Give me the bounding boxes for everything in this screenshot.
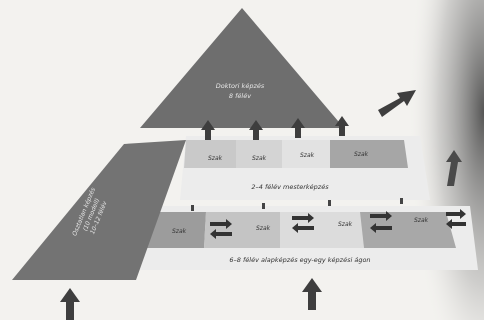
master-band-label: 2–4 félév mesterképzés	[251, 183, 329, 191]
middle-cell-label-3: Szak	[300, 152, 315, 159]
middle-cell-3	[282, 140, 330, 168]
lower-dot-mark	[328, 200, 331, 206]
up-arrow-icon	[291, 118, 305, 138]
middle-cell-2	[236, 140, 282, 168]
doctoral-label-line1: Doktori képzés	[216, 82, 265, 90]
up-arrow-icon	[335, 116, 349, 136]
integrated-programme-block	[12, 140, 186, 280]
up-arrow-icon	[201, 120, 215, 140]
lower-cell-label-1: Szak	[172, 228, 187, 235]
lower-cell-label-2: Szak	[256, 225, 271, 232]
middle-cell-label-4: Szak	[354, 151, 369, 158]
doctoral-label-line2: 8 félév	[229, 92, 251, 100]
lower-dot-mark	[262, 203, 265, 209]
left-right-arrow-icon	[370, 211, 392, 233]
up-arrow-icon	[446, 150, 462, 186]
up-arrow-icon	[249, 120, 263, 140]
left-right-arrow-icon	[210, 219, 232, 239]
lower-cell-label-4: Szak	[414, 217, 429, 224]
middle-cell-1	[184, 140, 236, 168]
bottom-up-arrow-icon	[302, 278, 322, 310]
middle-cell-label-1: Szak	[208, 155, 223, 162]
bottom-up-arrow-icon	[60, 288, 80, 320]
bachelor-band-label: 6–8 félév alapképzés egy-egy képzési ágo…	[229, 256, 370, 264]
diagonal-up-right-arrow-icon	[378, 90, 416, 117]
left-right-arrow-icon	[292, 213, 314, 233]
left-right-arrow-icon	[446, 209, 466, 229]
middle-cell-4	[330, 140, 408, 168]
middle-cell-label-2: Szak	[252, 155, 267, 162]
lower-dot-mark	[191, 205, 194, 211]
lower-cell-2	[204, 212, 280, 248]
lower-cell-3	[280, 212, 364, 248]
doctoral-triangle	[140, 8, 344, 128]
lower-cell-label-3: Szak	[338, 221, 353, 228]
lower-cell-4	[360, 212, 456, 248]
lower-dot-mark	[400, 198, 403, 204]
